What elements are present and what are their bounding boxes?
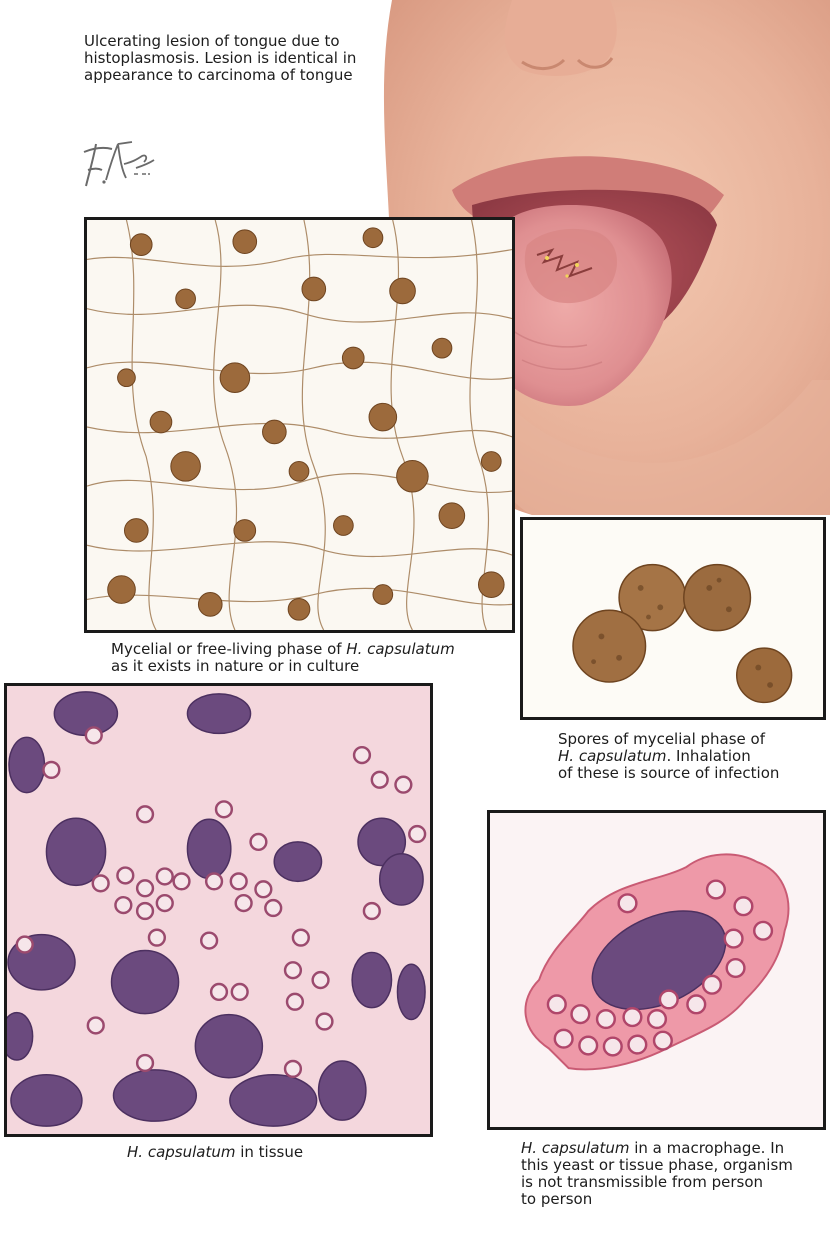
- tissue-panel: [4, 683, 433, 1137]
- macrophage-caption-line-1: H. capsulatum in a macrophage. In: [521, 1139, 785, 1157]
- netter-signature: [76, 130, 162, 196]
- tongue-caption-line-1: Ulcerating lesion of tongue due to: [84, 32, 340, 50]
- tongue-lesion-caption: Ulcerating lesion of tongue due to histo…: [84, 33, 384, 84]
- spores-caption-line-3: of these is source of infection: [558, 764, 780, 782]
- mycelial-caption-line-2: as it exists in nature or in culture: [111, 657, 360, 675]
- macrophage-caption-line-4: to person: [521, 1190, 593, 1208]
- spores-panel: [520, 517, 826, 720]
- tongue-caption-line-2: histoplasmosis. Lesion is identical in: [84, 49, 357, 67]
- macrophage-panel: [487, 810, 826, 1130]
- spores-caption: Spores of mycelial phase of H. capsulatu…: [558, 731, 828, 782]
- tissue-caption: H. capsulatum in tissue: [127, 1143, 304, 1161]
- tongue-caption-line-3: appearance to carcinoma of tongue: [84, 66, 353, 84]
- mycelial-phase-panel: [84, 217, 515, 633]
- spores-caption-line-1: Spores of mycelial phase of: [558, 730, 766, 748]
- mycelial-caption-line-1: Mycelial or free-living phase of H. caps…: [111, 640, 455, 658]
- macrophage-caption-line-3: is not transmissible from person: [521, 1173, 763, 1191]
- spores-caption-line-2: H. capsulatum. Inhalation: [558, 747, 751, 765]
- macrophage-caption-line-2: this yeast or tissue phase, organism: [521, 1156, 793, 1174]
- mycelial-phase-caption: Mycelial or free-living phase of H. caps…: [111, 641, 511, 675]
- macrophage-caption: H. capsulatum in a macrophage. In this y…: [521, 1140, 826, 1208]
